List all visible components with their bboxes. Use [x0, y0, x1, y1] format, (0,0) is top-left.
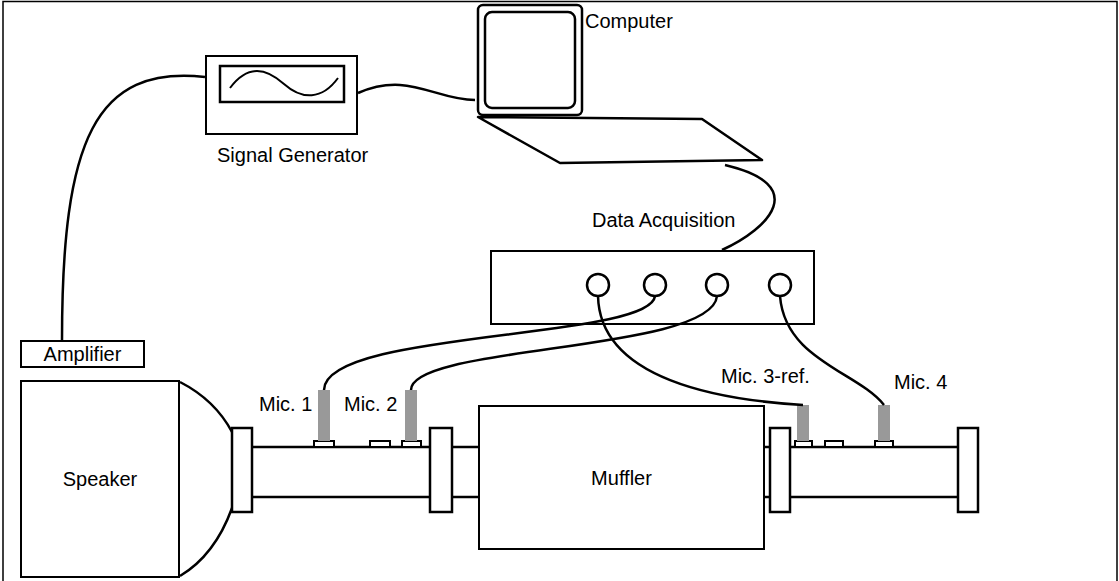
- signal-generator: Signal Generator: [205, 55, 358, 135]
- mic-ports: [314, 441, 893, 447]
- speaker-horn: [180, 382, 232, 576]
- flanges: [232, 428, 978, 512]
- mic-label: Mic. 3-ref.: [720, 364, 811, 388]
- laptop: Computer: [475, 3, 765, 165]
- cable: [722, 165, 775, 250]
- muffler-box: Muffler: [478, 405, 765, 550]
- node-text: Amplifier: [44, 342, 122, 366]
- cable: [62, 76, 205, 340]
- speaker-box: Speaker: [20, 380, 180, 578]
- microphones: [318, 390, 890, 441]
- cable: [358, 85, 475, 100]
- node-text: Computer: [585, 9, 673, 33]
- mic-cables: [324, 296, 884, 405]
- mic-label: Mic. 2: [343, 392, 398, 416]
- data-acquisition: Data Acquisition: [490, 250, 815, 325]
- node-text: Muffler: [591, 466, 652, 490]
- pipes: [252, 447, 958, 497]
- amplifier-box: Amplifier: [20, 340, 145, 368]
- frame: [3, 2, 1117, 581]
- generator-screen: [220, 66, 344, 102]
- mic-label: Mic. 1: [258, 392, 313, 416]
- mic-label: Mic. 4: [893, 370, 948, 394]
- node-text: Signal Generator: [217, 143, 368, 167]
- node-text: Data Acquisition: [592, 208, 735, 232]
- laptop-drawing: [478, 5, 762, 163]
- daq-inputs: [587, 274, 791, 296]
- node-text: Speaker: [63, 467, 138, 491]
